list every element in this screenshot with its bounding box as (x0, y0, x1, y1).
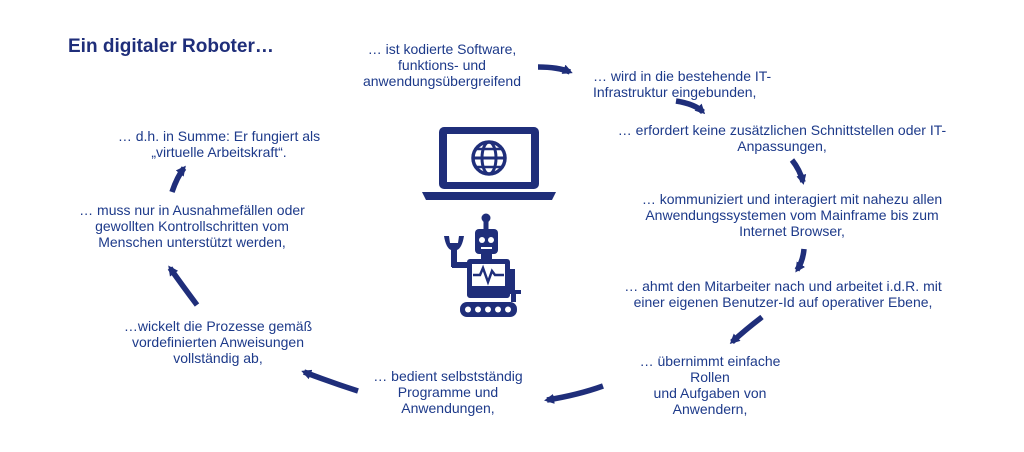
arrow-5-6 (729, 314, 764, 345)
robot-icon (444, 213, 521, 317)
arrow-4-5 (794, 248, 807, 273)
step-6-text: … übernimmt einfache Rollen und Aufgaben… (639, 353, 781, 417)
arrow-1-2 (537, 64, 573, 75)
step-1-text: … ist kodierte Software, funktions- und … (362, 41, 521, 89)
step-8-text: …wickelt die Prozesse gemäß vordefiniert… (123, 318, 313, 366)
step-4-text: … kommuniziert und interagiert mit nahez… (641, 191, 943, 239)
step-10-text: … d.h. in Summe: Er fungiert als „virtue… (117, 128, 321, 160)
page-title: Ein digitaler Roboter… (68, 36, 274, 57)
arrow-8-9 (167, 265, 200, 307)
laptop-globe-icon (422, 127, 556, 200)
step-5-text: … ahmt den Mitarbeiter nach und arbeitet… (624, 278, 942, 310)
arrow-7-8 (301, 369, 359, 394)
arrow-2-3 (675, 98, 706, 115)
step-2-text: … wird in die bestehende IT- Infrastrukt… (593, 68, 772, 100)
step-3-text: … erfordert keine zusätzlichen Schnittst… (617, 122, 947, 154)
arrow-6-7 (544, 383, 604, 404)
step-7-text: … bedient selbstständig Programme und An… (373, 368, 523, 416)
arrow-3-4 (789, 158, 807, 185)
robot-illustration (420, 122, 560, 327)
step-9-text: … muss nur in Ausnahmefällen oder gewoll… (79, 202, 305, 250)
arrow-9-10 (169, 165, 187, 193)
